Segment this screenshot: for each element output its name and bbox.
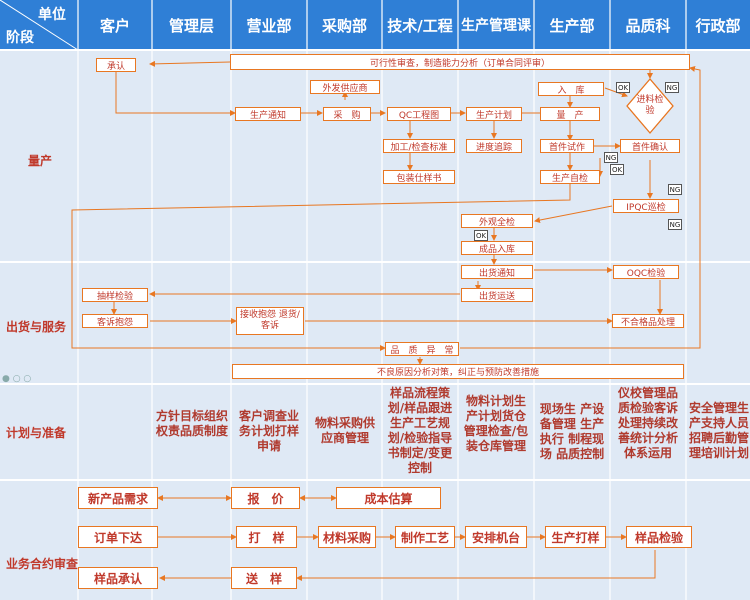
box-craft-process: 制作工艺 (395, 526, 455, 548)
dept-header-customer: 客户 (99, 16, 130, 35)
box-sampling-inspection: 抽样检验 (82, 288, 148, 302)
box-qc-process-chart: QC工程图 (387, 107, 451, 121)
box-send-sample: 送 样 (231, 567, 297, 589)
dept-header-admin: 行政部 (695, 16, 741, 35)
box-mass-production: 量 产 (540, 107, 600, 121)
box-ipqc-patrol: IPQC巡检 (613, 199, 679, 213)
box-customer-complaint: 客诉抱怨 (82, 314, 148, 328)
box-quotation: 报 价 (231, 487, 300, 509)
dept-header-quality: 品质科 (625, 16, 671, 35)
tag-ng-3: NG (668, 184, 682, 195)
tag-ng-2: NG (604, 152, 618, 163)
corner-stage-label: 阶段 (6, 30, 34, 46)
plan-quality: 仪校管理品质检验客诉处理持续改善统计分析体系运用 (617, 386, 678, 460)
plan-management: 方针目标组织权责品质制度 (156, 409, 229, 438)
stage-mass-production: 量产 (28, 154, 53, 168)
box-production-sampling: 生产打样 (545, 526, 606, 548)
plan-admin: 安全管理生产支持人员招聘后勤管理培训计划 (689, 401, 750, 460)
box-first-article-trial: 首件试作 (540, 139, 594, 153)
box-sampling: 打 样 (236, 526, 297, 548)
box-quality-abnormal: 品 质 异 常 (385, 342, 459, 356)
box-nonconforming-handling: 不合格品处理 (612, 314, 684, 328)
box-processing-inspection-standard: 加工/检查标准 (383, 139, 455, 153)
plan-production-control: 物料计划生产计划货仓管理检查/包装仓库管理 (463, 394, 529, 453)
box-finished-goods-storage: 成品入库 (461, 241, 533, 255)
box-progress-tracking: 进度追踪 (466, 139, 522, 153)
box-material-purchase: 材料采购 (318, 526, 376, 548)
stage-planning: 计划与准备 (6, 426, 67, 440)
box-receive-complaint: 接收抱怨 退货/客诉 (236, 307, 304, 335)
tag-ok-3: OK (474, 230, 488, 241)
box-packaging-spec: 包装仕样书 (383, 170, 455, 184)
plan-sales: 客户调查业务计划打样申请 (238, 409, 299, 453)
dept-header-purchasing: 采购部 (321, 16, 367, 35)
dept-header-management: 管理层 (168, 16, 214, 35)
plan-engineering: 样品流程策划/样品跟进生产工艺规划/检验指导书制定/变更控制 (387, 386, 453, 475)
box-outsource-supplier: 外发供应商 (310, 80, 380, 94)
tag-ok-2: OK (610, 164, 624, 175)
box-shipping-notice: 出货通知 (461, 265, 533, 279)
box-cost-estimate: 成本估算 (336, 487, 441, 509)
tag-ng-4: NG (668, 219, 682, 230)
box-shipping-delivery: 出货运送 (461, 288, 533, 302)
stage-contract-review: 业务合约审查 (6, 557, 79, 571)
box-production-plan: 生产计划 (466, 107, 522, 121)
box-production-self-check: 生产自检 (540, 170, 600, 184)
box-approve: 承认 (96, 58, 136, 72)
box-root-cause-analysis: 不良原因分析对策，纠正与预防改善措施 (232, 364, 684, 379)
tag-ok-1: OK (616, 82, 630, 93)
dept-header-production: 生产部 (549, 16, 595, 35)
tag-ng-1: NG (665, 82, 679, 93)
plan-purchasing: 物料采购供应商管理 (314, 416, 375, 445)
box-oqc-inspection: OQC检验 (613, 265, 679, 279)
diamond-incoming-inspection: 进料检验 (636, 95, 664, 116)
box-sample-inspection: 样品检验 (626, 526, 692, 548)
dept-header-production-control: 生产管理课 (461, 18, 531, 34)
dept-header-engineering: 技术/工程 (387, 16, 453, 35)
dots-decoration: ● ○ ○ (2, 374, 32, 384)
corner-unit-label: 单位 (38, 7, 66, 23)
box-sample-approval: 样品承认 (78, 567, 158, 589)
stage-shipping-service: 出货与服务 (6, 320, 67, 334)
box-machine-arrangement: 安排机台 (465, 526, 527, 548)
box-order-placed: 订单下达 (78, 526, 158, 548)
plan-production: 现场生 产设备管理 生产执行 制程现场 品质控制 (539, 402, 605, 461)
box-feasibility-review: 可行性审查，制造能力分析（订单合同评审） (230, 54, 690, 70)
box-production-notice: 生产通知 (235, 107, 301, 121)
box-purchasing: 采 购 (323, 107, 371, 121)
box-warehouse-in: 入 库 (538, 82, 604, 96)
box-new-product-demand: 新产品需求 (78, 487, 158, 509)
box-appearance-full-check: 外观全检 (461, 214, 533, 228)
box-first-article-confirm: 首件确认 (620, 139, 680, 153)
dept-header-sales: 营业部 (246, 16, 292, 35)
